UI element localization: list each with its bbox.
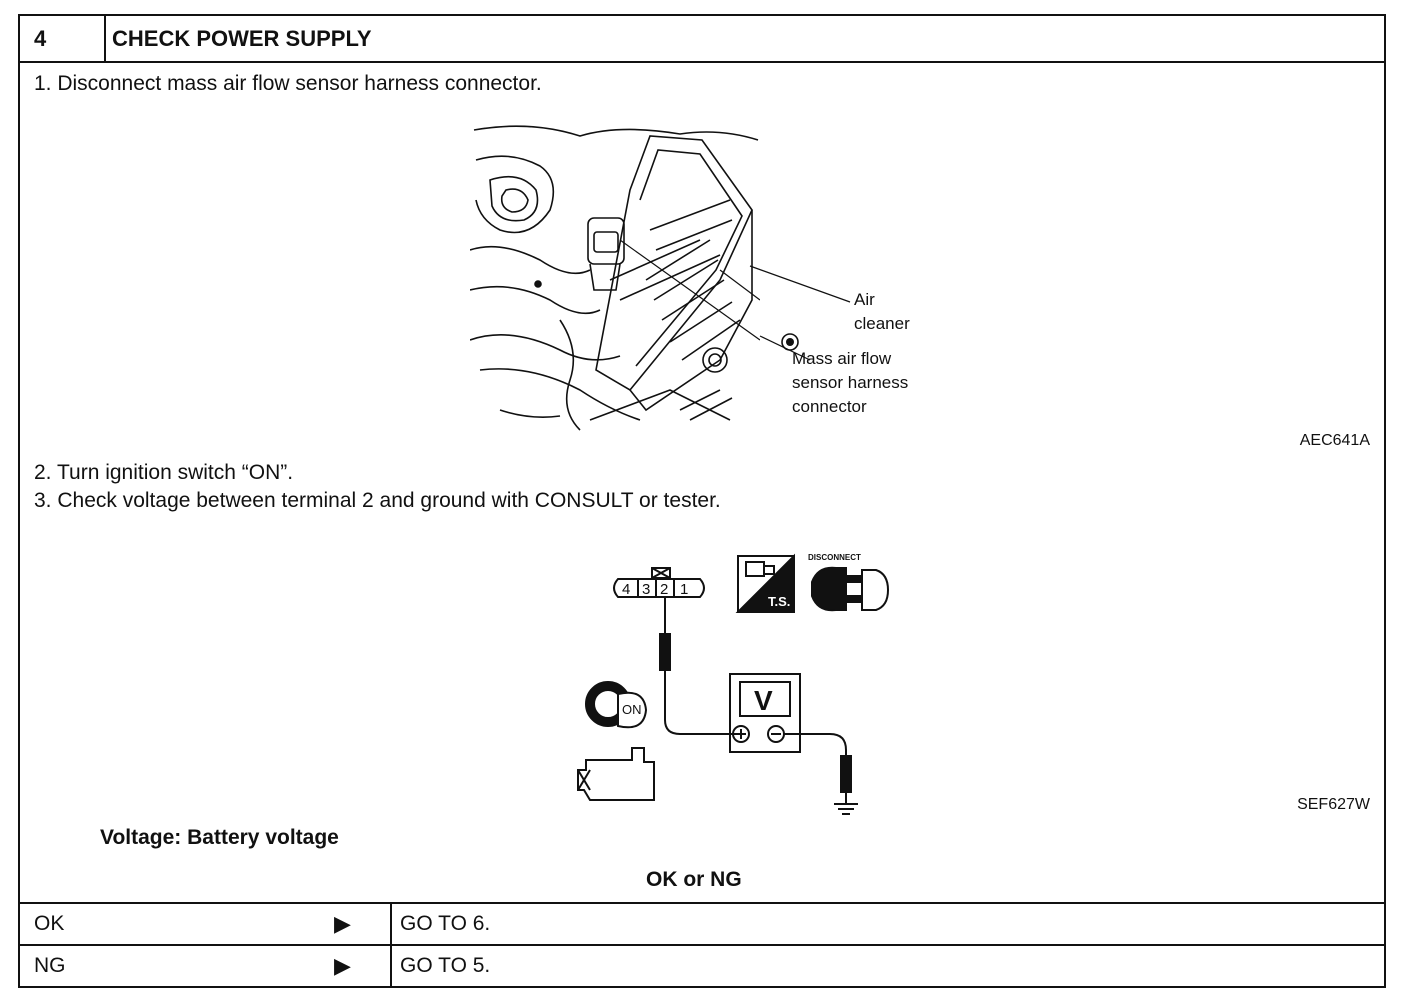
callout-air-cleaner: Air cleaner	[854, 288, 910, 336]
callout-maf-connector: Mass air flow sensor harness connector	[792, 347, 908, 419]
procedure-table: 4 CHECK POWER SUPPLY 1. Disconnect mass …	[18, 14, 1386, 988]
step-number: 4	[20, 16, 106, 61]
callout-maf-line2: sensor harness	[792, 373, 909, 392]
voltage-spec: Voltage: Battery voltage	[100, 826, 339, 849]
key-on-label: ON	[622, 702, 642, 717]
engine-bay-illustration	[470, 125, 760, 431]
instruction-1: 1. Disconnect mass air flow sensor harne…	[34, 72, 542, 95]
figure-code-sef627w: SEF627W	[1297, 796, 1370, 813]
meter-label: V	[754, 685, 773, 716]
arrow-right-icon: ▶	[334, 953, 351, 978]
voltage-check-diagram: 4 3 2 1 V T.S. DISCONNECT ON	[577, 553, 890, 815]
callout-air-cleaner-line2: cleaner	[854, 314, 910, 333]
arrow-right-icon: ▶	[334, 911, 351, 936]
figure-code-aec641a: AEC641A	[1299, 432, 1370, 449]
instruction-2: 2. Turn ignition switch “ON”.	[34, 461, 294, 484]
callout-maf-line1: Mass air flow	[792, 349, 892, 368]
terminal-1: 1	[680, 581, 688, 598]
disconnect-label: DISCONNECT	[808, 553, 861, 562]
callout-maf-line3: connector	[792, 397, 867, 416]
step-title: CHECK POWER SUPPLY	[112, 26, 372, 51]
callout-air-cleaner-line1: Air	[854, 290, 875, 309]
result-ng-action: GO TO 5.	[400, 954, 491, 977]
terminal-3: 3	[642, 581, 650, 598]
ts-label: T.S.	[768, 594, 790, 609]
instruction-3: 3. Check voltage between terminal 2 and …	[34, 489, 721, 512]
result-row-ng: NG ▶ GO TO 5.	[20, 944, 1384, 986]
step-header: 4 CHECK POWER SUPPLY	[20, 16, 1384, 63]
callout-leaders	[749, 265, 851, 361]
terminal-4: 4	[622, 581, 630, 598]
result-row-ok: OK ▶ GO TO 6.	[20, 902, 1384, 944]
result-ok-label: OK	[34, 912, 65, 935]
result-ok-action: GO TO 6.	[400, 912, 491, 935]
result-ng-label: NG	[34, 954, 66, 977]
decision-label: OK or NG	[646, 868, 742, 891]
terminal-2: 2	[660, 581, 668, 598]
